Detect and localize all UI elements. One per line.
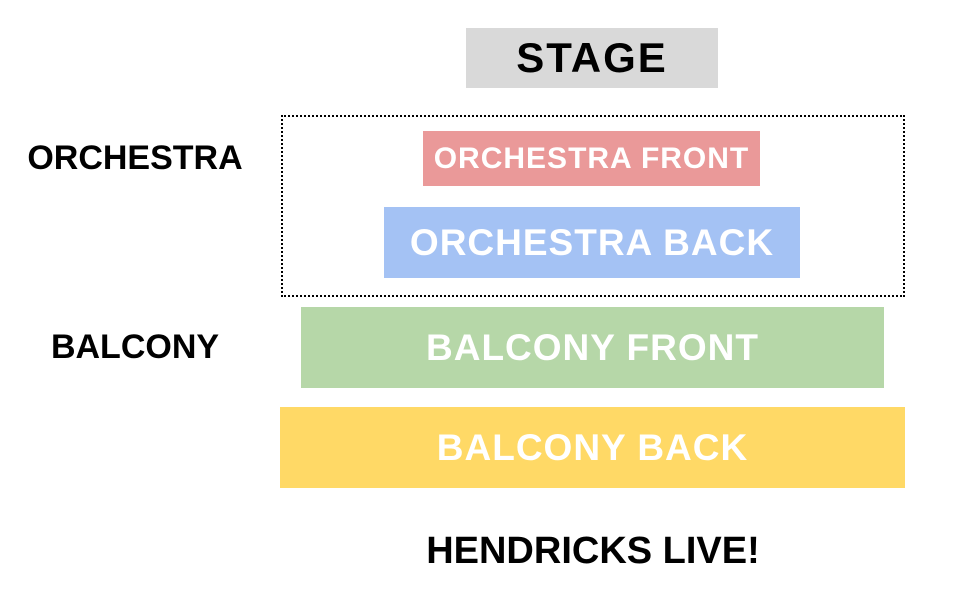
row-label-balcony: BALCONY [50, 328, 220, 366]
section-orchestra-back[interactable]: ORCHESTRA BACK [384, 207, 800, 278]
row-label-orchestra: ORCHESTRA [27, 139, 243, 177]
orchestra-sections-outline [281, 115, 905, 297]
section-balcony-back[interactable]: BALCONY BACK [280, 407, 905, 488]
stage-box: STAGE [466, 28, 718, 88]
section-orchestra-front[interactable]: ORCHESTRA FRONT [423, 131, 760, 186]
section-balcony-front[interactable]: BALCONY FRONT [301, 307, 884, 388]
venue-title: HENDRICKS LIVE! [426, 529, 760, 572]
